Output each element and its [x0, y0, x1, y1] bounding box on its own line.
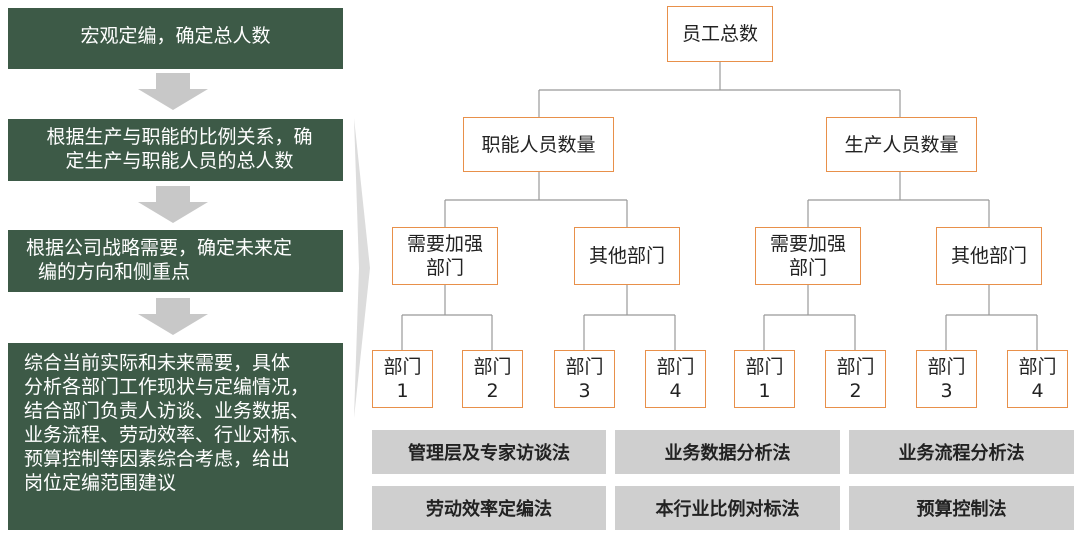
step-4-line-4: 业务流程、劳动效率、行业对标、 [24, 424, 310, 446]
branch-label: 生产人员数量 [844, 133, 959, 156]
dept-number: 4 [669, 380, 682, 402]
dept-number: 1 [396, 380, 409, 402]
step-3-line-1: 根据公司战略需要，确定未来定 [26, 237, 293, 259]
dept-node: 部门 3 [916, 350, 977, 408]
step-4-line-5: 预算控制等因素综合考虑，给出 [24, 448, 291, 470]
group-label-line: 其他部门 [588, 245, 665, 267]
dept-node: 部门 2 [825, 350, 886, 408]
method-interview: 管理层及专家访谈法 [372, 430, 606, 474]
dept-label: 部门 [565, 356, 604, 378]
step-4-line-2: 分析各部门工作现状与定编情况， [24, 376, 310, 398]
dept-label: 部门 [836, 356, 875, 378]
group-label-line: 需要加强 [406, 233, 483, 255]
method-business-data: 业务数据分析法 [615, 430, 840, 474]
root-node: 员工总数 [667, 6, 773, 62]
branch-node-functional: 职能人员数量 [463, 117, 614, 172]
dept-label: 部门 [383, 356, 422, 378]
root-label: 员工总数 [681, 23, 758, 45]
step-3-line-2: 编的方向和侧重点 [38, 261, 191, 283]
step-4-line-1: 综合当前实际和未来需要，具体 [24, 352, 291, 374]
branch-label: 职能人员数量 [481, 133, 596, 156]
group-label-line: 需要加强 [769, 233, 846, 255]
group-node-strengthen-1: 需要加强 部门 [392, 227, 498, 285]
method-budget: 预算控制法 [849, 486, 1074, 530]
method-process: 业务流程分析法 [849, 430, 1074, 474]
group-label-line: 部门 [788, 257, 827, 279]
bracket-arrow-icon [354, 118, 370, 418]
step-2-line-1: 根据生产与职能的比例关系，确 [46, 126, 313, 148]
group-label-line: 其他部门 [950, 245, 1027, 267]
dept-node: 部门 4 [645, 350, 706, 408]
dept-number: 2 [849, 380, 862, 402]
dept-node: 部门 1 [372, 350, 433, 408]
dept-number: 4 [1031, 380, 1044, 402]
step-1: 宏观定编，确定总人数 [8, 8, 343, 69]
step-2-line-2: 定生产与职能人员的总人数 [65, 150, 294, 172]
dept-label: 部门 [927, 356, 966, 378]
method-labor-efficiency: 劳动效率定编法 [372, 486, 606, 530]
branch-node-production: 生产人员数量 [826, 117, 977, 172]
dept-label: 部门 [656, 356, 695, 378]
dept-number: 1 [758, 380, 771, 402]
step-3: 根据公司战略需要，确定未来定 编的方向和侧重点 [8, 230, 343, 292]
dept-label: 部门 [745, 356, 784, 378]
dept-node: 部门 2 [462, 350, 523, 408]
step-4-line-6: 岗位定编范围建议 [24, 472, 177, 494]
dept-number: 2 [486, 380, 499, 402]
step-4: 综合当前实际和未来需要，具体 分析各部门工作现状与定编情况， 结合部门负责人访谈… [8, 343, 343, 530]
dept-node: 部门 1 [734, 350, 795, 408]
down-arrow-icon [138, 73, 208, 110]
step-4-line-3: 结合部门负责人访谈、业务数据、 [24, 400, 310, 422]
step-1-line-1: 宏观定编，确定总人数 [80, 25, 271, 47]
dept-node: 部门 4 [1007, 350, 1068, 408]
down-arrow-icon [138, 298, 208, 335]
group-node-strengthen-2: 需要加强 部门 [755, 227, 861, 285]
dept-number: 3 [578, 380, 591, 402]
dept-label: 部门 [1018, 356, 1057, 378]
dept-label: 部门 [473, 356, 512, 378]
dept-node: 部门 3 [554, 350, 615, 408]
group-label-line: 部门 [425, 257, 464, 279]
dept-number: 3 [940, 380, 953, 402]
group-node-other-1: 其他部门 [574, 227, 680, 285]
group-node-other-2: 其他部门 [936, 227, 1042, 285]
down-arrow-icon [138, 186, 208, 223]
step-2: 根据生产与职能的比例关系，确 定生产与职能人员的总人数 [8, 119, 343, 181]
method-benchmark: 本行业比例对标法 [615, 486, 840, 530]
